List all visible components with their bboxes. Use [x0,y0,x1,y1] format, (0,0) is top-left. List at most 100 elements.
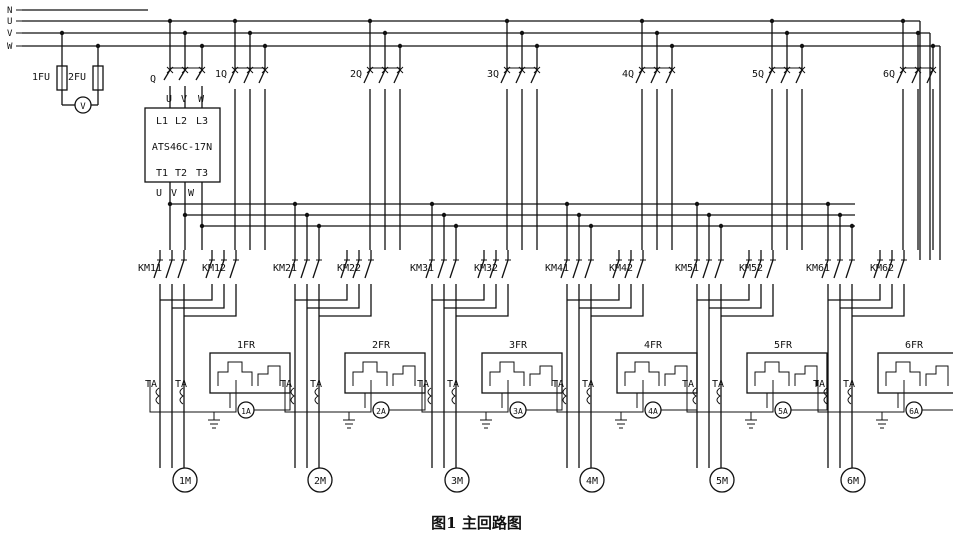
breaker-contact-0-0-blade [228,69,236,84]
ats-out-label-2: T3 [196,168,208,179]
relay-heater-b-0 [257,365,281,386]
breaker-contact-5-2-blade [926,69,934,84]
relay-heater-b-5 [925,365,949,386]
relay-label-0: 1FR [237,340,256,351]
relay-heater-a-4 [754,361,790,386]
km2-contact-5-0-blade [873,259,881,279]
ammeter-loop-0 [149,380,237,413]
contactor-label-32: KM32 [474,263,498,274]
breaker-contact-2-1-blade [515,69,523,84]
fuse-label-1: 2FU [68,72,86,83]
ats-top-label-0: U [166,94,172,105]
ats-top-label-2: W [198,94,205,105]
ct-coil-b-2 [451,387,456,405]
figure-caption: 图1 主回路图 [431,514,522,532]
km2-contact-0-0-blade [205,259,213,279]
breaker-contact-2-2-blade [530,69,538,84]
contactor-label-11: KM11 [138,263,162,274]
breaker-label-5: 5Q [752,69,764,80]
km2-contact-0-2-blade [229,259,237,279]
ct-label-b-2: TA [447,379,459,390]
ats-out-label-1: T2 [175,168,187,179]
ct-label-a-5: TA [813,379,825,390]
km1-contact-5-2-blade [845,259,853,279]
km2-contact-0-1-blade [217,259,225,279]
ammeter-return-5 [922,409,953,411]
km2-out-5-2 [852,290,905,317]
contactor-label-12: KM12 [202,263,226,274]
breaker-contact-1-2-blade [393,69,401,84]
ats-model: ATS46C-17N [152,142,212,153]
voltmeter-label: V [80,102,86,112]
km2-out-0-0 [160,290,213,301]
contactor-label-21: KM21 [273,263,297,274]
km2-contact-3-0-blade [612,259,620,279]
ct-coil-b-1 [314,387,319,405]
km2-out-3-1 [579,290,632,309]
relay-heater-b-3 [664,365,688,386]
motor-icon-4 [579,467,605,493]
ammeter-label-3: 4A [648,407,658,416]
km1-contact-4-1-blade [702,259,710,279]
ct-coil-a-5 [823,387,828,405]
ammeter-return-1 [389,380,426,411]
breaker-contact-5-1-blade [911,69,919,84]
contactor-label-52: KM52 [739,263,763,274]
bus-label-w: W [7,42,13,52]
km2-out-1-0 [295,290,348,301]
relay-heater-b-2 [529,365,553,386]
km2-contact-2-0-blade [477,259,485,279]
ats-out-label-0: T1 [156,168,168,179]
relay-label-1: 2FR [372,340,391,351]
km2-out-3-0 [567,290,620,301]
ats-in-label-2: L3 [196,116,208,127]
breaker-label-6: 6Q [883,69,895,80]
relay-heater-a-0 [217,361,253,386]
motor-label-1: 1M [179,476,191,487]
ammeter-return-2 [526,380,563,411]
km2-contact-1-1-blade [352,259,360,279]
breaker-contact-5-0-blade [896,69,904,84]
km2-contact-2-2-blade [501,259,509,279]
main-breaker-label: Q [150,74,156,85]
breaker-contact-2-0-blade [500,69,508,84]
ammeter-loop-4 [686,380,774,413]
breaker-contact-2-2-x2 [533,66,541,74]
ats-bottom-label-2: W [188,188,195,199]
ct-label-a-4: TA [682,379,694,390]
ats-bottom-label-0: U [156,188,162,199]
relay-heater-a-3 [624,361,660,386]
ct-label-a-3: TA [552,379,564,390]
ammeter-label-5: 6A [909,407,919,416]
contactor-label-31: KM31 [410,263,434,274]
thermal-relay-5 [877,352,953,394]
km2-out-4-1 [709,290,762,309]
ammeter-loop-3 [556,380,644,413]
km2-out-3-2 [591,290,644,317]
breaker-contact-3-1-blade [650,69,658,84]
km1-contact-3-2-blade [584,259,592,279]
km1-contact-2-1-blade [437,259,445,279]
breaker-contact-4-2-x2 [798,66,806,74]
breaker-contact-1-1-blade [378,69,386,84]
contactor-label-42: KM42 [609,263,633,274]
km2-out-2-1 [444,290,497,309]
contactor-label-62: KM62 [870,263,894,274]
km2-contact-1-0-blade [340,259,348,279]
voltmeter-icon [74,96,92,114]
km1-contact-1-1-blade [300,259,308,279]
ammeter-label-0: 1A [241,407,251,416]
motor-label-3: 3M [451,476,463,487]
km2-contact-4-1-blade [754,259,762,279]
breaker-contact-5-2-x2 [929,66,937,74]
ct-coil-b-0 [179,387,184,405]
bus-label-n: N [7,6,12,16]
ats-in-label-1: L2 [175,116,187,127]
km2-out-1-1 [307,290,360,309]
breaker-label-2: 2Q [350,69,362,80]
km2-contact-5-2-blade [897,259,905,279]
ct-label-b-0: TA [175,379,187,390]
breaker-contact-3-2-blade [665,69,673,84]
breaker-contact-0-1-blade [243,69,251,84]
